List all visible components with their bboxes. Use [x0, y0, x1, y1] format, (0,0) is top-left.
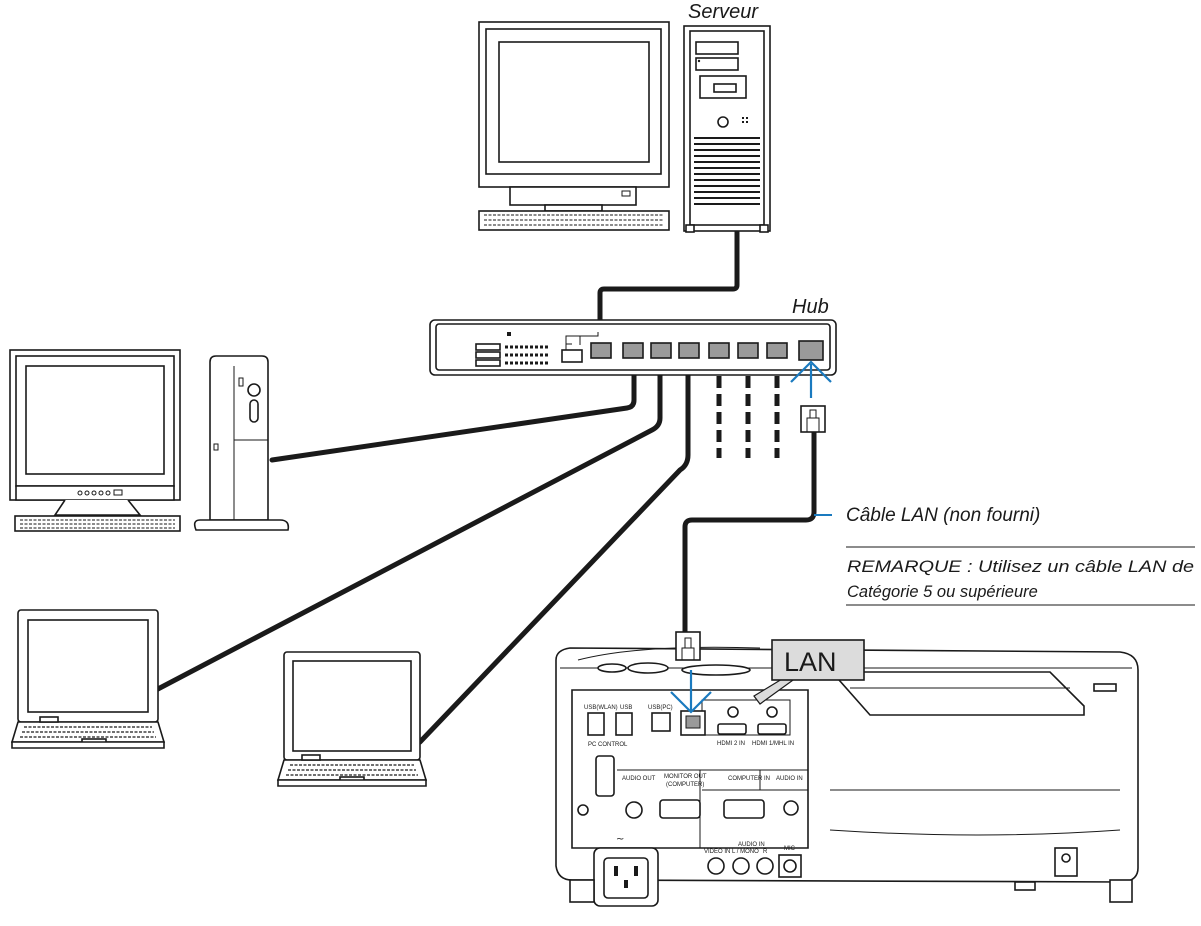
computer-in-port [723, 799, 765, 819]
hdmi2-label: HDMI 2 IN [717, 741, 745, 747]
hub-label: Hub [792, 296, 829, 318]
projector [555, 646, 1139, 907]
usb-wlan-label: USB(WLAN) [584, 705, 618, 711]
lan-label: LAN [784, 647, 837, 677]
port-labels: USB(WLAN) USB USB(PC) PC CONTROL HDMI 2 … [584, 705, 803, 855]
l-mono-label: L / MONO [732, 849, 759, 855]
audio-out-label: AUDIO OUT [622, 776, 656, 782]
monitor-out-port [659, 799, 701, 819]
hub-port-7 [766, 342, 788, 359]
hub-ports [590, 340, 824, 361]
note-box: REMARQUE : Utilisez un câble LAN de Caté… [846, 546, 1195, 606]
note-line-1: REMARQUE : Utilisez un câble LAN de [847, 558, 1194, 576]
cable-label: Câble LAN (non fourni) [846, 505, 1040, 526]
r-label: R [763, 849, 768, 855]
usb-pc-label: USB(PC) [648, 705, 673, 711]
hdmi1-label: HDMI 1/MHL IN [752, 741, 794, 747]
monitor-out-sub-label: (COMPUTER) [666, 782, 704, 788]
laptop1-hub-cable [153, 355, 663, 693]
hub-port-4 [678, 342, 700, 359]
server-monitor [478, 21, 670, 231]
desktop-tower [193, 355, 290, 531]
hub-port-6 [737, 342, 759, 359]
hub-insert-arrow [790, 360, 832, 398]
hub-port-3 [650, 342, 672, 359]
usb-pc-port [651, 712, 671, 732]
pc-control-port [595, 755, 615, 797]
hub-port-2 [622, 342, 644, 359]
server-hub-cable [597, 229, 740, 349]
pc-control-label: PC CONTROL [588, 742, 628, 748]
hub-port-5 [708, 342, 730, 359]
usb-port [615, 712, 633, 736]
ac-symbol: ~ [616, 834, 624, 845]
audio-in-2-label: AUDIO IN [738, 842, 765, 848]
unused-port-stubs [716, 358, 780, 458]
hdmi1-port [757, 723, 787, 735]
hub-port-1 [590, 342, 612, 359]
monitor-out-label: MONITOR OUT [664, 774, 707, 780]
network-hub [429, 319, 837, 376]
server-tower [683, 25, 771, 233]
projector-hub-cable [682, 429, 817, 643]
projector-insert-arrow [670, 670, 712, 714]
lan-callout: LAN [753, 639, 865, 705]
note-line-2: Catégorie 5 ou supérieure [847, 583, 1038, 601]
usb-label: USB [620, 705, 632, 711]
hub-port-8 [798, 340, 824, 361]
server-label: Serveur [688, 1, 759, 23]
rj45-plug-projector [675, 631, 701, 661]
laptop-1 [10, 609, 166, 749]
hdmi2-port [717, 723, 747, 735]
usb-wlan-port [587, 712, 605, 736]
video-in-label: VIDEO IN [704, 849, 730, 855]
laptop2-hub-cable [417, 355, 691, 745]
laptop-2 [276, 651, 428, 787]
desktop-hub-cable [269, 355, 637, 463]
desktop-monitor [9, 349, 181, 532]
audio-in-label: AUDIO IN [776, 776, 803, 782]
computer-in-label: COMPUTER IN [728, 776, 770, 782]
mic-label: MIC [784, 846, 796, 852]
cables [153, 229, 832, 745]
rj45-plug-hub [800, 405, 826, 433]
